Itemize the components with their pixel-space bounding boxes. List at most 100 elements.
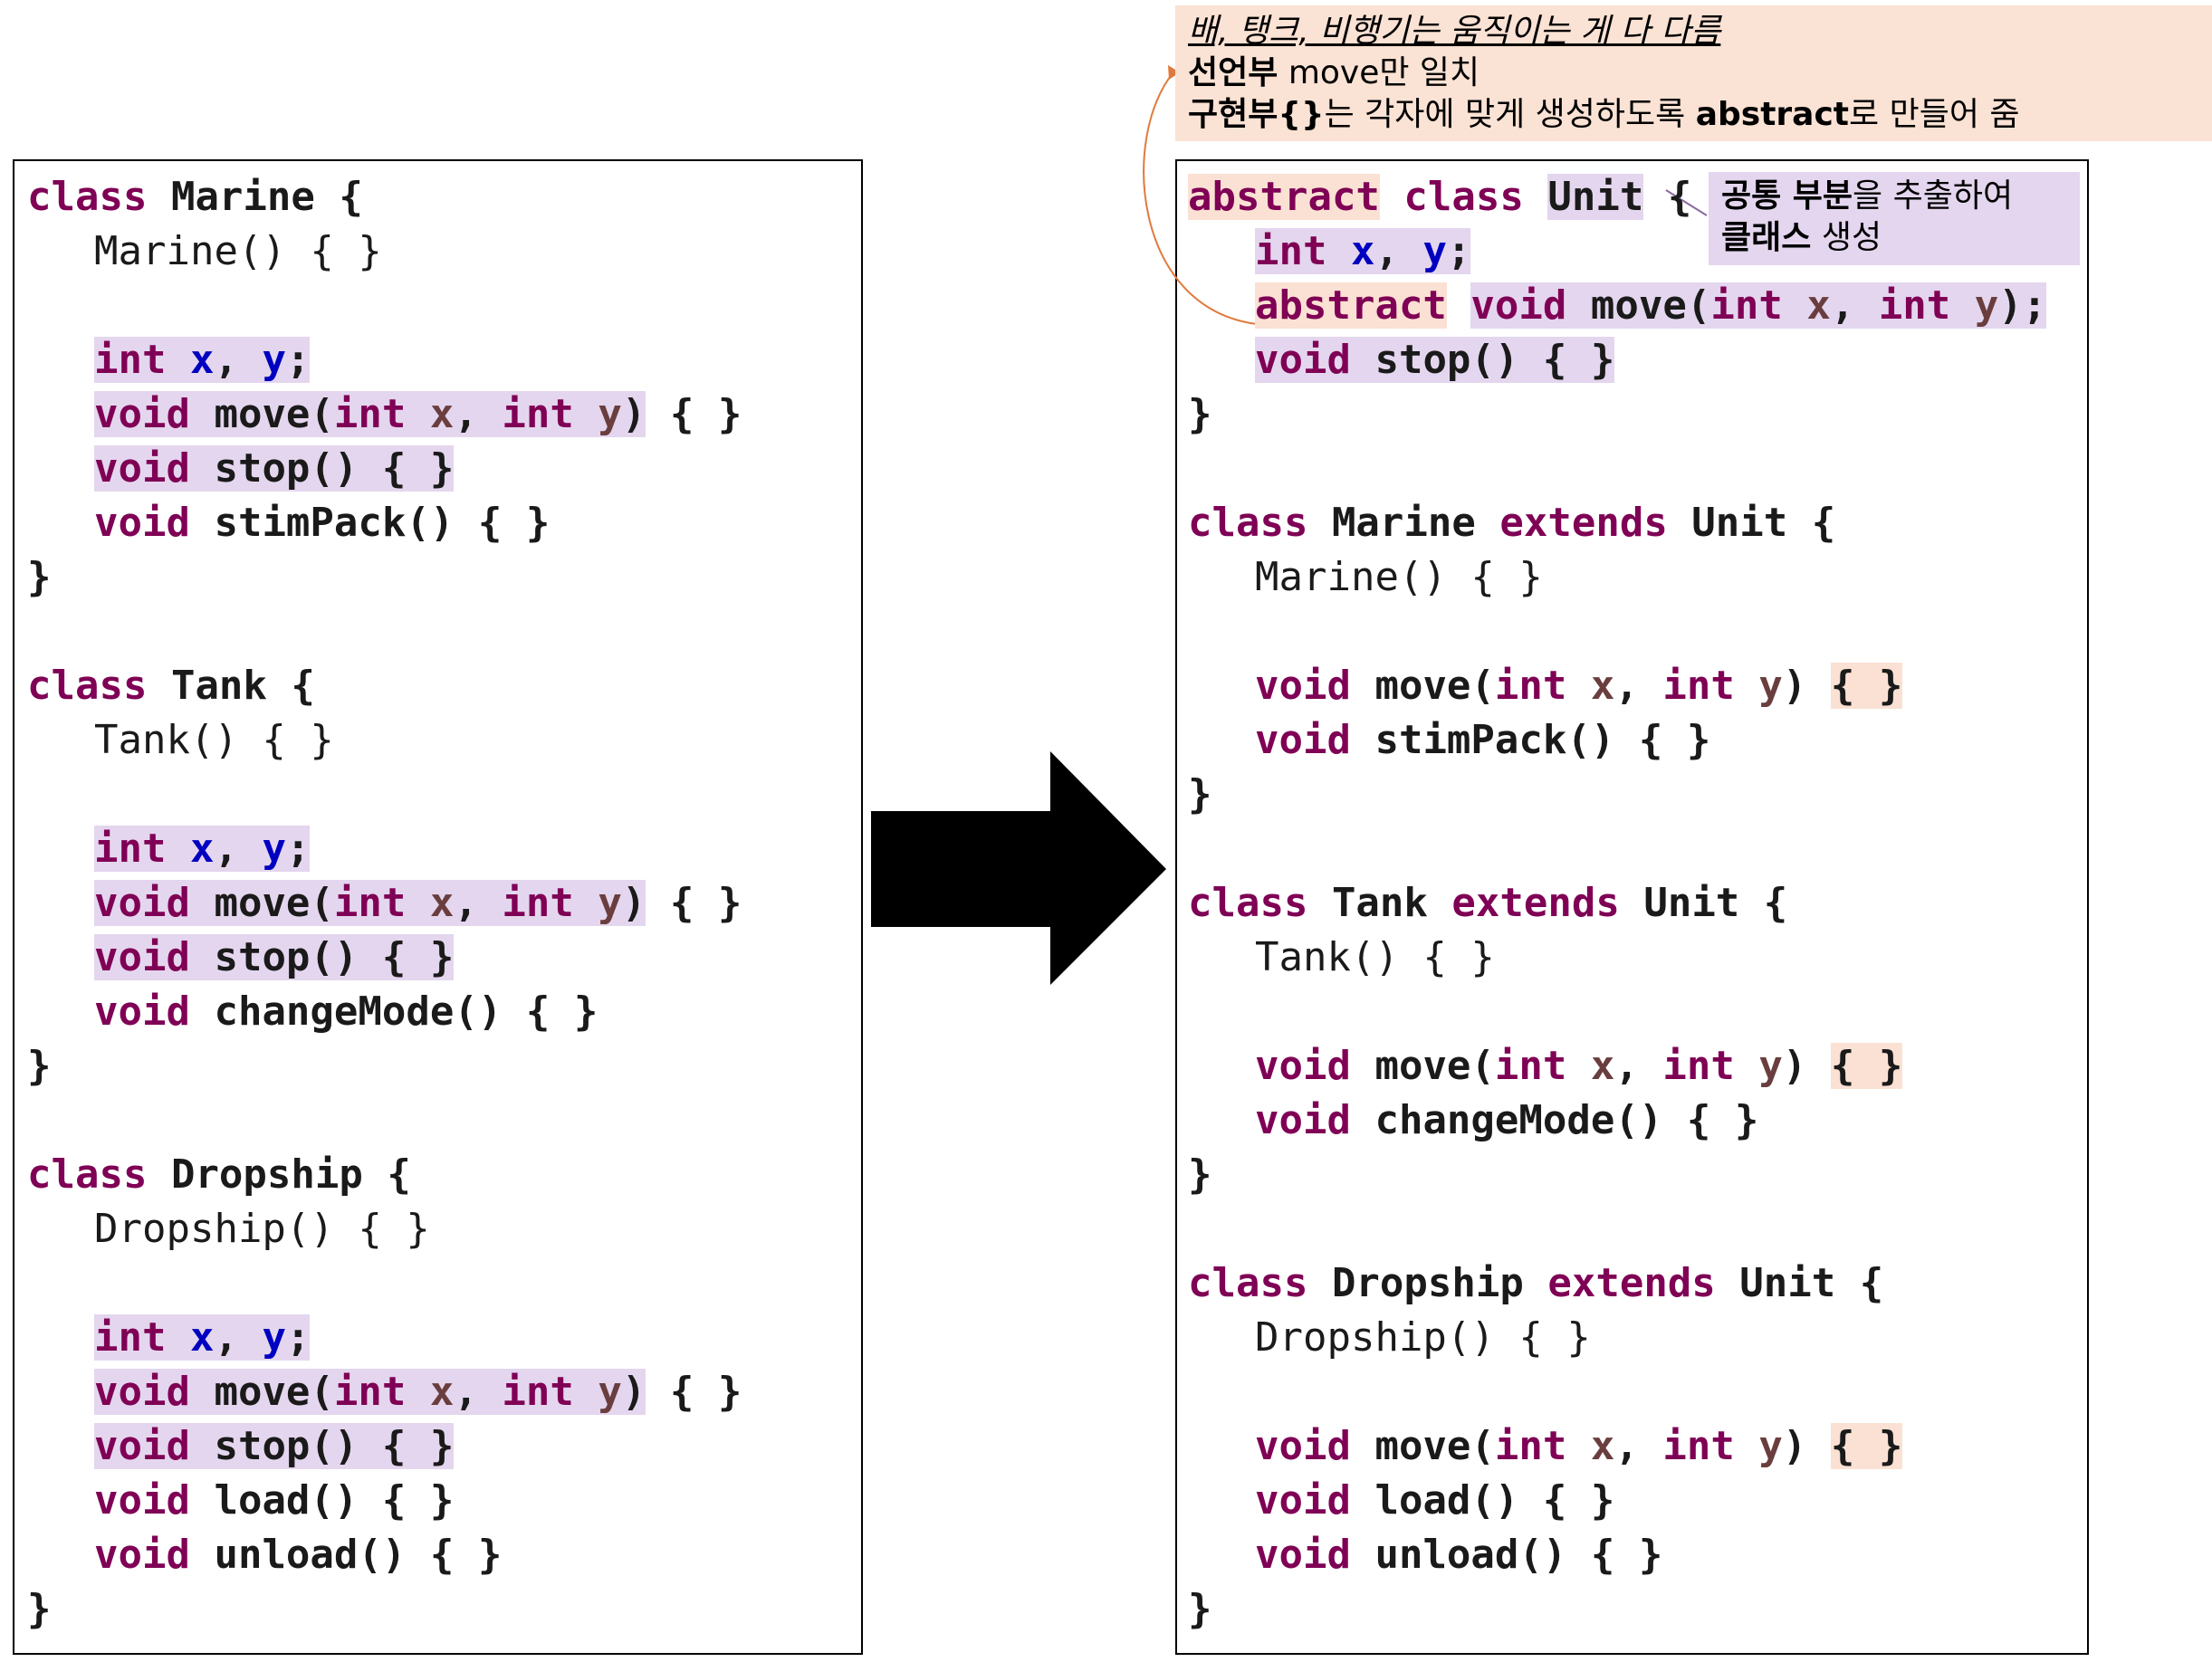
right-code-line: } xyxy=(1188,1148,1212,1202)
left-code-line: void move(int x, int y) { } xyxy=(94,387,742,442)
code-token: int xyxy=(1662,1423,1735,1469)
code-token: int xyxy=(94,826,167,872)
code-token: y xyxy=(598,391,622,437)
code-token: extends xyxy=(1499,500,1668,546)
code-token: abstract xyxy=(1188,174,1380,220)
code-token: void xyxy=(1255,1423,1351,1469)
note-abstract-word: abstract xyxy=(1695,96,1850,133)
code-token: ) xyxy=(1782,1043,1831,1089)
code-token: , xyxy=(1830,282,1879,329)
right-code-line: } xyxy=(1188,387,1212,442)
code-token: ; xyxy=(285,826,311,872)
code-token: int xyxy=(1494,663,1567,709)
code-token xyxy=(1950,282,1975,329)
code-token: void xyxy=(1255,1043,1351,1089)
code-token: stimPack() { } xyxy=(1350,717,1711,763)
code-token: unload() { } xyxy=(189,1532,503,1578)
code-token: int xyxy=(333,1369,407,1415)
code-token: ); xyxy=(1998,282,2047,329)
code-token: void xyxy=(94,1532,190,1578)
code-token: } xyxy=(1188,771,1212,817)
right-code-line: Dropship() { } xyxy=(1255,1311,1591,1365)
code-token: stop() { } xyxy=(1350,337,1615,383)
code-token: move( xyxy=(189,880,334,926)
code-token: Dropship xyxy=(1307,1260,1548,1306)
left-code-line: void stop() { } xyxy=(94,442,455,496)
code-token: class xyxy=(1188,880,1308,926)
left-code-line: class Tank { xyxy=(27,659,315,713)
callout-extract-text: 을 추출하여 xyxy=(1853,177,2014,215)
code-token xyxy=(1380,174,1404,220)
code-token: ) xyxy=(621,1369,646,1415)
code-token xyxy=(573,391,598,437)
code-token xyxy=(1447,282,1471,329)
right-code-panel xyxy=(1175,159,2089,1655)
code-token: ; xyxy=(285,337,311,383)
right-code-line: void unload() { } xyxy=(1255,1528,1662,1582)
left-code-line: } xyxy=(27,550,52,605)
code-token: int xyxy=(502,391,574,437)
code-token: y xyxy=(1422,228,1447,274)
code-token: int xyxy=(1662,1043,1735,1089)
left-code-line: int x, y; xyxy=(94,333,311,387)
right-code-line: class Tank extends Unit { xyxy=(1188,876,1787,931)
code-token: } xyxy=(27,1043,52,1089)
code-token: int xyxy=(94,337,167,383)
code-token: class xyxy=(27,1151,148,1198)
code-token: Marine xyxy=(170,174,315,220)
code-token: void xyxy=(94,1477,190,1524)
code-token: y xyxy=(262,1314,286,1361)
code-token xyxy=(1566,663,1591,709)
code-token: ; xyxy=(285,1314,311,1361)
code-token: Unit { xyxy=(1715,1260,1884,1306)
code-token: ) xyxy=(1782,663,1831,709)
code-token: stimPack() { } xyxy=(189,500,551,546)
code-token: int xyxy=(333,880,407,926)
right-code-line: void move(int x, int y) { } xyxy=(1255,1419,1903,1474)
left-code-line: void load() { } xyxy=(94,1474,454,1528)
code-token: } xyxy=(1188,1586,1212,1632)
code-token: int xyxy=(1494,1423,1567,1469)
code-token: y xyxy=(1758,1043,1783,1089)
code-token: ) xyxy=(621,880,646,926)
code-token: abstract xyxy=(1255,282,1447,329)
left-code-line: int x, y; xyxy=(94,822,311,876)
code-token xyxy=(1326,228,1351,274)
code-token: move( xyxy=(189,1369,334,1415)
code-token: { } xyxy=(646,880,742,926)
code-token: , xyxy=(1614,1043,1663,1089)
code-token: Unit { xyxy=(1619,880,1788,926)
code-token: , xyxy=(454,391,503,437)
code-token: class xyxy=(1403,174,1524,220)
code-token: stop() { } xyxy=(189,1423,455,1469)
code-token: , xyxy=(214,1314,263,1361)
code-token: changeMode() { } xyxy=(1350,1097,1759,1143)
code-token: stop() { } xyxy=(189,445,455,492)
code-token: void xyxy=(1255,337,1351,383)
note-line-2: 선언부 move만 일치 xyxy=(1188,53,1479,94)
right-code-line: class Marine extends Unit { xyxy=(1188,496,1835,550)
right-code-line: Marine() { } xyxy=(1255,550,1543,605)
code-token xyxy=(147,174,171,220)
code-token: stop() { } xyxy=(189,934,455,980)
code-token: , xyxy=(214,826,263,872)
left-code-line: Dropship() { } xyxy=(94,1202,430,1256)
code-token: , xyxy=(454,880,503,926)
right-code-line: void load() { } xyxy=(1255,1474,1614,1528)
code-token xyxy=(406,880,430,926)
code-token xyxy=(573,1369,598,1415)
code-token: void xyxy=(1255,1097,1351,1143)
note-line-3: 구현부{}는 각자에 맞게 생성하도록 abstract로 만들어 줌 xyxy=(1188,94,2020,136)
right-code-line: abstract void move(int x, int y); xyxy=(1255,279,2047,333)
explanation-note: 배, 탱크, 비행기는 움직이는 게 다 다름 선언부 move만 일치 구현부… xyxy=(1175,5,2212,141)
code-token xyxy=(1782,282,1807,329)
callout-common-part: 공통 부분 xyxy=(1721,177,1853,215)
right-code-line: class Dropship extends Unit { xyxy=(1188,1256,1883,1311)
left-code-line: void move(int x, int y) { } xyxy=(94,1365,742,1419)
code-token: { } xyxy=(646,1369,742,1415)
right-code-line: void changeMode() { } xyxy=(1255,1094,1758,1148)
right-code-line: abstract class Unit { xyxy=(1188,170,1691,224)
right-code-line: Tank() { } xyxy=(1255,931,1495,985)
left-code-line: class Marine { xyxy=(27,170,363,224)
